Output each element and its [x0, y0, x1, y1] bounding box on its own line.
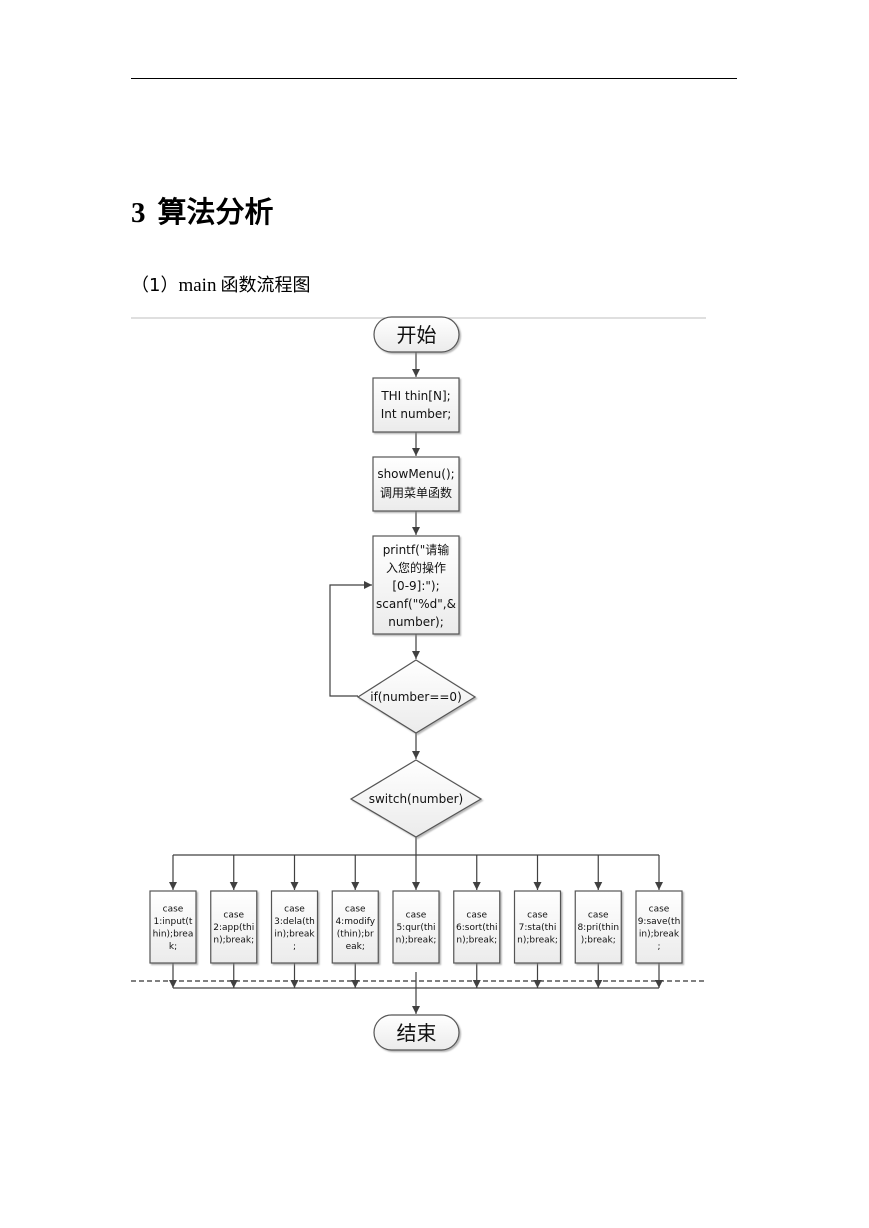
input-line-5: number);	[388, 615, 444, 629]
case-label-line: case	[527, 911, 548, 921]
case-label-line: case	[345, 904, 366, 914]
case-box-frame	[210, 890, 258, 964]
page-header-rule	[131, 78, 737, 79]
case-label-line: case	[284, 904, 305, 914]
case-label-line: 6:sort(thi	[456, 923, 497, 933]
case-box-frame	[149, 890, 197, 964]
end-terminal: 结束	[373, 1014, 460, 1051]
case-box-frame	[574, 890, 622, 964]
case-label-line: case	[588, 911, 609, 921]
connectors	[173, 352, 659, 1014]
declare-process: THI thin[N]; Int number;	[372, 377, 460, 433]
switch-decision-label: switch(number)	[369, 792, 464, 806]
case-box-4: case 4:modify (thin);br eak;	[331, 890, 379, 964]
case-label-line: hin);brea	[153, 929, 194, 939]
case-box-frame	[453, 890, 501, 964]
menu-line-1: showMenu();	[377, 467, 454, 481]
input-line-4: scanf("%d",&	[376, 597, 456, 611]
case-box-frame	[392, 890, 440, 964]
case-label-line: 1:input(t	[154, 917, 193, 927]
case-label-line: eak;	[346, 942, 365, 952]
case-box-frame	[635, 890, 683, 964]
exit-decision-label: if(number==0)	[370, 690, 462, 704]
exit-decision: if(number==0)	[356, 659, 477, 734]
case-box-frame	[331, 890, 379, 964]
caption-suffix: 函数流程图	[220, 275, 311, 296]
case-box-5: case 5:qur(thi n);break;	[392, 890, 440, 964]
case-label-line: n);break;	[213, 936, 254, 946]
case-label-line: case	[466, 911, 487, 921]
case-label-line: 2:app(thi	[213, 923, 254, 933]
case-box-3: case 3:dela(th in);break;	[270, 890, 319, 964]
case-label-line: 8:pri(thin	[577, 923, 619, 933]
case-connectors	[169, 855, 663, 988]
switch-decision: switch(number)	[349, 759, 483, 838]
case-box-frame	[513, 890, 562, 964]
case-box-9: case 9:save(th in);break;	[635, 890, 683, 964]
case-label-line: 9:save(th	[638, 917, 681, 927]
input-line-2: 入您的操作	[386, 560, 446, 575]
section-heading: 3 算法分析	[131, 192, 274, 233]
input-line-1: printf("请输	[383, 542, 450, 557]
menu-line-2: 调用菜单函数	[380, 485, 452, 500]
end-label: 结束	[397, 1021, 437, 1045]
case-label-line: 7:sta(thi	[519, 923, 557, 933]
case-label-line: 5:qur(thi	[396, 923, 435, 933]
case-label-line: (thin);br	[337, 929, 374, 939]
declare-line-1: THI thin[N];	[380, 389, 450, 403]
declare-line-2: Int number;	[381, 407, 452, 421]
start-terminal: 开始	[373, 316, 460, 353]
case-label-line: case	[163, 904, 184, 914]
case-label-line: n);break;	[517, 936, 558, 946]
case-label-line: in);break	[639, 929, 680, 939]
case-box-2: case 2:app(thi n);break;	[210, 890, 258, 964]
case-label-line: n);break;	[396, 936, 437, 946]
case-label-line: ;	[657, 942, 660, 952]
section-number: 3	[131, 197, 146, 229]
case-box-7: case 7:sta(thi n);break;	[513, 890, 562, 964]
case-box-8: case 8:pri(thin );break;	[574, 890, 622, 964]
case-label-line: 3:dela(th	[274, 917, 315, 927]
case-box-1: case 1:input(t hin);brea k;	[149, 890, 197, 964]
case-label-line: in);break	[274, 929, 315, 939]
case-label-line: case	[406, 911, 427, 921]
start-label: 开始	[397, 323, 437, 347]
input-process: printf("请输 入您的操作 [0-9]:"); scanf("%d",& …	[372, 535, 460, 635]
section-title-text: 算法分析	[157, 195, 274, 229]
case-label-line: 4:modify	[335, 917, 375, 927]
case-box-6: case 6:sort(thi n);break;	[453, 890, 501, 964]
input-line-3: [0-9]:");	[392, 579, 439, 593]
case-label-line: n);break;	[456, 936, 497, 946]
caption-prefix: （1）	[131, 275, 179, 296]
case-label-line: k;	[169, 942, 177, 952]
menu-process: showMenu(); 调用菜单函数	[372, 456, 460, 512]
case-box-frame	[270, 890, 319, 964]
case-boxes: case 1:input(t hin);brea k; case 2:app(thi n);…	[149, 890, 683, 964]
case-label-line: );break;	[581, 936, 616, 946]
case-label-line: case	[649, 904, 670, 914]
case-label-line: ;	[293, 942, 296, 952]
case-label-line: case	[223, 911, 244, 921]
caption-code: main	[178, 275, 217, 296]
